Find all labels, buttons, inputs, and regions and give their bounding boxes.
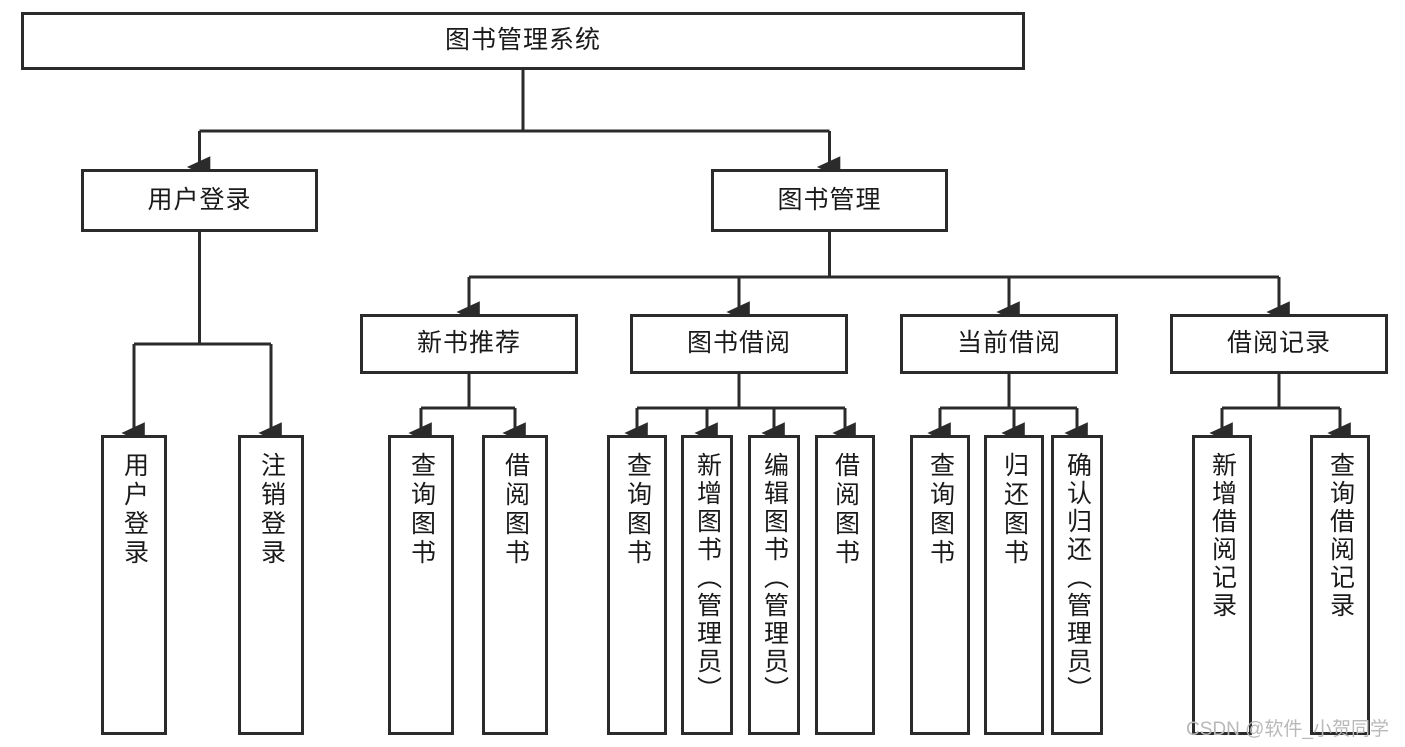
node-leaf-add-record[interactable]: 新增借阅记录 bbox=[1192, 435, 1252, 735]
node-leaf-query-book-1[interactable]: 查询图书 bbox=[388, 435, 454, 735]
node-leaf-return-book[interactable]: 归还图书 bbox=[984, 435, 1044, 735]
csdn-watermark: CSDN @软件_小贺同学 bbox=[1186, 719, 1389, 740]
node-leaf-borrow-book-2[interactable]: 借阅图书 bbox=[815, 435, 875, 735]
node-leaf-add-book[interactable]: 新增图书（管理员） bbox=[681, 435, 733, 735]
node-leaf-borrow-book-1[interactable]: 借阅图书 bbox=[482, 435, 548, 735]
node-label: 查询图书 bbox=[926, 452, 955, 568]
node-book-borrow[interactable]: 图书借阅 bbox=[630, 314, 848, 374]
node-leaf-query-book-3[interactable]: 查询图书 bbox=[910, 435, 970, 735]
node-label: 用户登录 bbox=[147, 185, 252, 214]
node-label: 查询图书 bbox=[623, 452, 652, 568]
node-label: 确认归还（管理员） bbox=[1063, 452, 1092, 704]
node-leaf-edit-book[interactable]: 编辑图书（管理员） bbox=[748, 435, 800, 735]
node-label: 编辑图书（管理员） bbox=[760, 452, 789, 704]
node-leaf-confirm-return[interactable]: 确认归还（管理员） bbox=[1051, 435, 1103, 735]
node-current-borrow[interactable]: 当前借阅 bbox=[900, 314, 1118, 374]
node-new-book-recommend[interactable]: 新书推荐 bbox=[360, 314, 578, 374]
node-label: 新增借阅记录 bbox=[1208, 452, 1237, 620]
node-leaf-user-login[interactable]: 用户登录 bbox=[101, 435, 167, 735]
node-leaf-logout[interactable]: 注销登录 bbox=[238, 435, 304, 735]
node-leaf-query-book-2[interactable]: 查询图书 bbox=[607, 435, 667, 735]
node-label: 图书借阅 bbox=[686, 329, 791, 358]
node-borrow-record[interactable]: 借阅记录 bbox=[1170, 314, 1388, 374]
node-label: 新书推荐 bbox=[416, 329, 521, 358]
node-leaf-query-record[interactable]: 查询借阅记录 bbox=[1310, 435, 1370, 735]
node-label: 归还图书 bbox=[1000, 452, 1029, 568]
node-label: 用户登录 bbox=[120, 452, 149, 568]
node-user-login[interactable]: 用户登录 bbox=[81, 169, 318, 232]
node-label: 注销登录 bbox=[257, 452, 286, 568]
node-label: 查询借阅记录 bbox=[1326, 452, 1355, 620]
node-label: 新增图书（管理员） bbox=[693, 452, 722, 704]
node-book-manage[interactable]: 图书管理 bbox=[711, 169, 948, 232]
node-label: 借阅图书 bbox=[501, 452, 530, 568]
node-root[interactable]: 图书管理系统 bbox=[21, 12, 1025, 70]
node-label: 图书管理系统 bbox=[444, 26, 601, 55]
node-label: 借阅记录 bbox=[1226, 329, 1331, 358]
node-label: 查询图书 bbox=[407, 452, 436, 568]
node-label: 借阅图书 bbox=[831, 452, 860, 568]
node-label: 图书管理 bbox=[777, 185, 882, 214]
node-label: 当前借阅 bbox=[956, 329, 1061, 358]
